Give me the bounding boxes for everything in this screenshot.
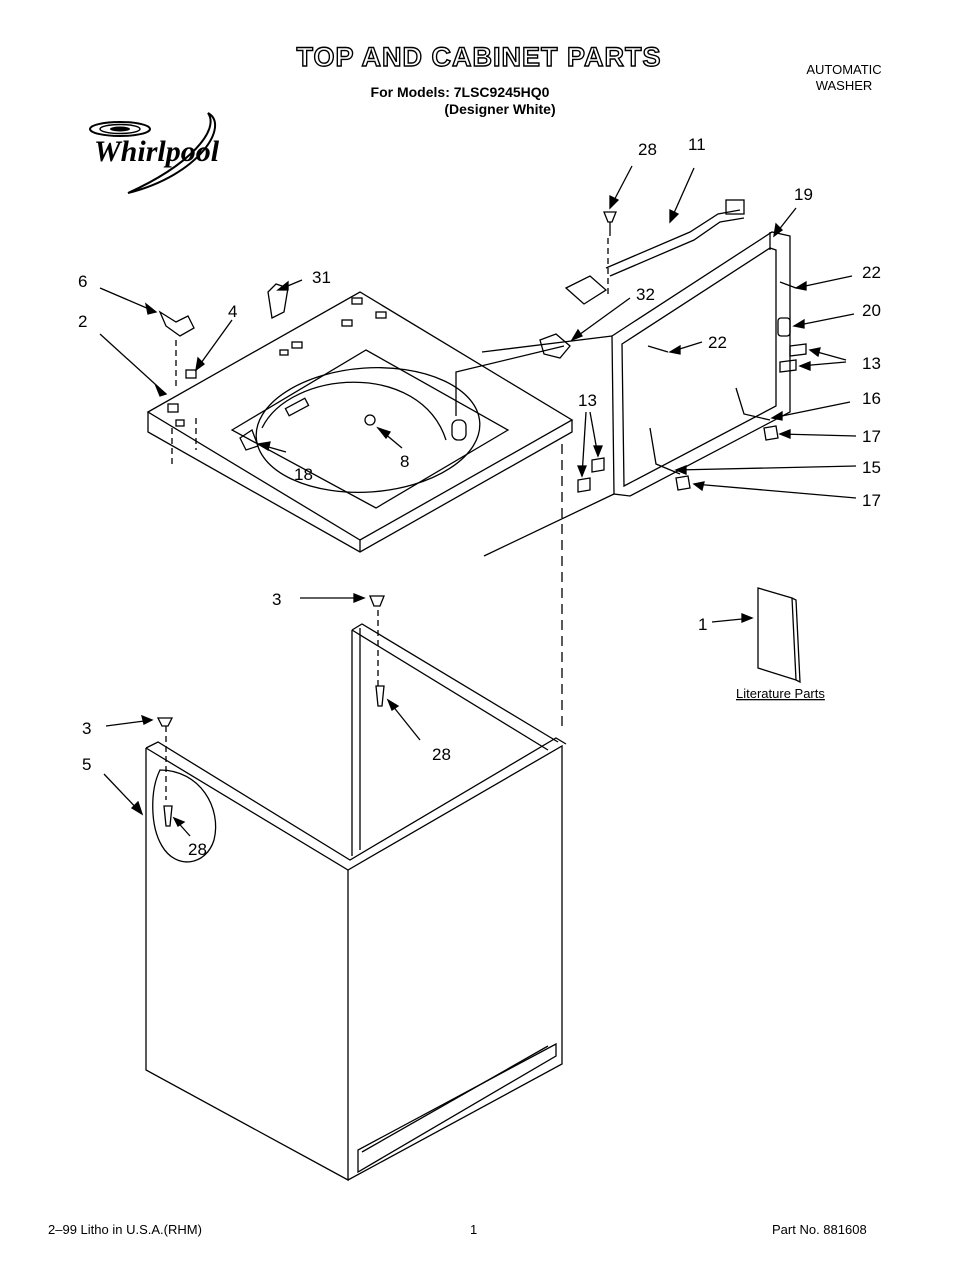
callout-8: 8	[400, 452, 409, 471]
callout-28-cabinet: 28	[432, 745, 451, 764]
logo-wordmark: Whirlpool	[94, 135, 220, 168]
callout-3-lower: 3	[82, 719, 91, 738]
models-line: For Models: 7LSC9245HQ0	[370, 84, 550, 100]
callout-13-left: 13	[578, 391, 597, 410]
footer-part-number: Part No. 881608	[772, 1222, 867, 1237]
callout-1: 1	[698, 615, 707, 634]
callout-13-right: 13	[862, 354, 881, 373]
callout-17-lower: 17	[862, 491, 881, 510]
callout-28-inset: 28	[188, 840, 207, 859]
callout-22-right: 22	[862, 263, 881, 282]
callout-5: 5	[82, 755, 91, 774]
callout-15: 15	[862, 458, 881, 477]
literature-parts-label: Literature Parts	[736, 686, 825, 701]
callout-22-inner: 22	[708, 333, 727, 352]
literature-booklet	[757, 587, 797, 681]
product-type-line1: AUTOMATIC	[806, 62, 882, 77]
console-frame	[611, 231, 791, 497]
callout-4: 4	[228, 302, 237, 321]
footer-page-number: 1	[470, 1222, 478, 1237]
callout-11: 11	[688, 135, 706, 154]
callout-32: 32	[636, 285, 655, 304]
callout-28-top: 28	[638, 140, 657, 159]
callout-17-upper: 17	[862, 427, 881, 446]
callout-19: 19	[794, 185, 813, 204]
page-title: TOP AND CABINET PARTS	[296, 41, 662, 72]
footer-litho: 2–99 Litho in U.S.A.(RHM)	[48, 1222, 202, 1237]
product-type-line2: WASHER	[815, 78, 873, 93]
variant-line: (Designer White)	[444, 101, 556, 117]
callout-6: 6	[78, 272, 87, 291]
callout-16: 16	[862, 389, 881, 408]
callout-18: 18	[294, 465, 313, 484]
callout-20: 20	[862, 301, 881, 320]
cabinet	[145, 623, 567, 1182]
whirlpool-logo: Whirlpool	[89, 112, 220, 194]
callout-31: 31	[312, 268, 331, 287]
washer-top-panel	[146, 291, 574, 553]
callout-2: 2	[78, 312, 87, 331]
callout-3-upper: 3	[272, 590, 281, 609]
